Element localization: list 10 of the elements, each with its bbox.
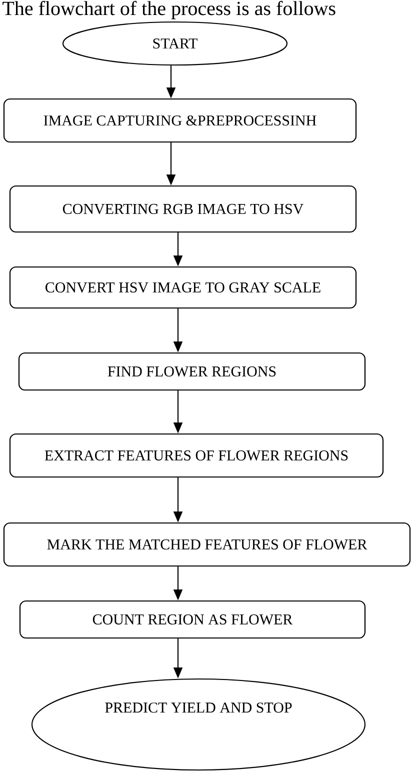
title: The flowchart of the process is as follows bbox=[2, 0, 336, 20]
process-box: CONVERTING RGB IMAGE TO HSV bbox=[9, 185, 357, 233]
process-box: EXTRACT FEATURES OF FLOWER REGIONS bbox=[9, 433, 384, 478]
process-box: MARK THE MATCHED FEATURES OF FLOWER bbox=[3, 522, 411, 567]
process-box: COUNT REGION AS FLOWER bbox=[19, 600, 366, 639]
process-box: IMAGE CAPTURING &PREPROCESSINH bbox=[3, 98, 357, 143]
process-box: CONVERT HSV IMAGE TO GRAY SCALE bbox=[9, 266, 357, 309]
terminal-oval: PREDICT YIELD AND STOP bbox=[31, 678, 366, 771]
terminal-oval: START bbox=[62, 21, 288, 66]
process-box: FIND FLOWER REGIONS bbox=[18, 352, 366, 391]
